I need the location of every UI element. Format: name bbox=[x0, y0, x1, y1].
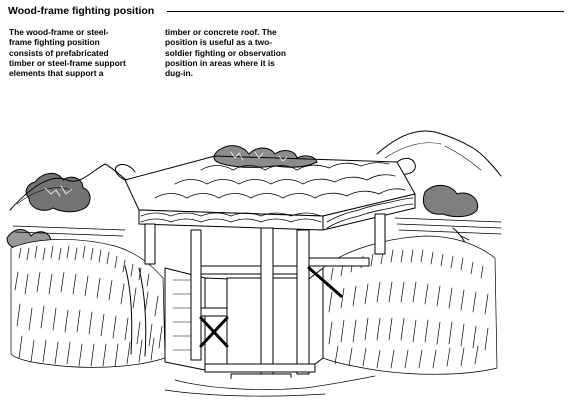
horizon-lines bbox=[12, 217, 502, 237]
body-text-column-2: timber or concrete roof. The position is… bbox=[165, 27, 286, 78]
timber-frame bbox=[144, 213, 386, 397]
body-line: dug-in. bbox=[165, 68, 193, 79]
body-line: consists of prefabricated bbox=[9, 47, 109, 58]
fighting-position-illustration bbox=[6, 130, 502, 397]
right-grass-mound bbox=[322, 235, 498, 375]
body-line: position is useful as a two- bbox=[165, 37, 273, 48]
body-line: frame fighting position bbox=[9, 37, 100, 48]
body-text-column-1: The wood-frame or steel- frame fighting … bbox=[9, 27, 126, 78]
body-line: The wood-frame or steel- bbox=[9, 27, 109, 37]
title-rule bbox=[167, 11, 564, 12]
left-brush bbox=[6, 173, 91, 250]
page-title: Wood-frame fighting position bbox=[8, 5, 155, 17]
body-line: timber or concrete roof. The bbox=[165, 27, 277, 37]
sandbag-roof bbox=[114, 145, 416, 231]
body-line: position in areas where it is bbox=[165, 57, 275, 68]
body-line: soldier fighting or observation bbox=[165, 47, 286, 58]
body-line: timber or steel-frame support bbox=[9, 57, 126, 68]
left-grass-mound bbox=[10, 239, 166, 368]
body-line: elements that support a bbox=[9, 68, 104, 79]
